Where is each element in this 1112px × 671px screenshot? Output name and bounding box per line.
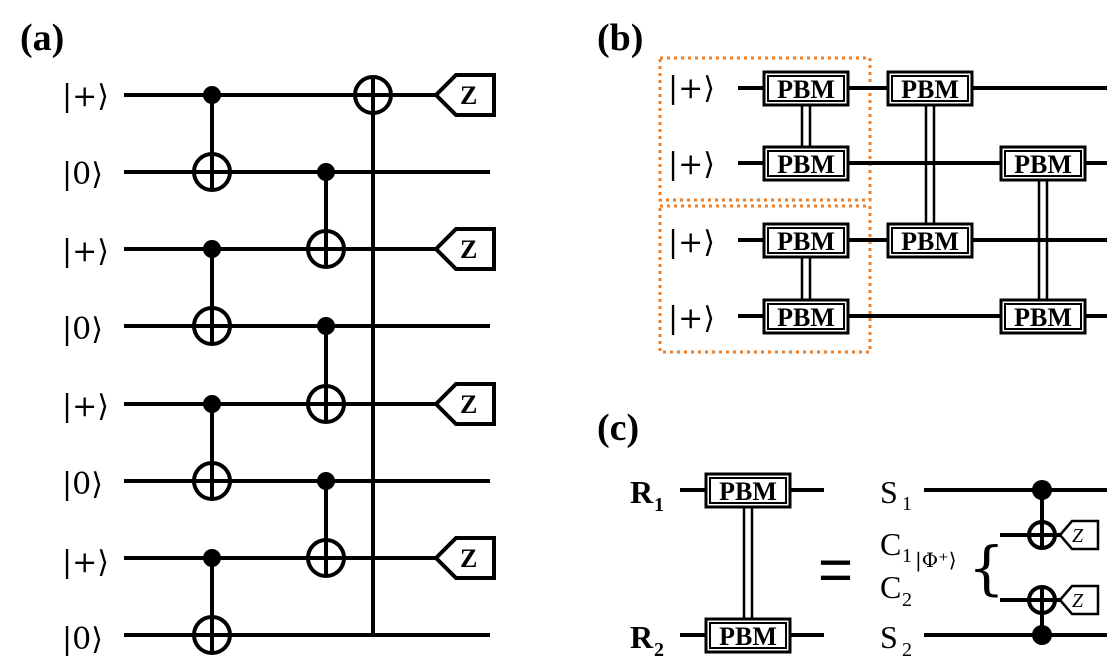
panel-c-left-wires: [680, 488, 824, 637]
svg-text:PBM: PBM: [1014, 303, 1072, 332]
cnot-a-7: [306, 472, 346, 578]
ket-b-1: |+⟩: [668, 147, 715, 182]
svg-text:PBM: PBM: [777, 150, 835, 179]
svg-text:Z: Z: [460, 544, 477, 573]
pbm-b-4: PBM: [762, 298, 850, 335]
svg-text:1: 1: [654, 494, 664, 516]
cnot-a-5: [306, 163, 346, 269]
svg-text:PBM: PBM: [719, 622, 777, 651]
control-dot: [1032, 625, 1052, 645]
ket-a-0: |+⟩: [62, 79, 109, 114]
ket-b-3: |+⟩: [668, 301, 715, 336]
panel-b-classical-links: [800, 104, 1049, 300]
panel-a-label: (a): [20, 17, 64, 59]
z-measure-a-6: Z: [433, 536, 496, 580]
brace: {: [968, 534, 1005, 602]
pbm-b-7: PBM: [999, 145, 1087, 182]
svg-text:S: S: [880, 474, 898, 510]
ket-a-3: |0⟩: [62, 312, 103, 347]
svg-text:C: C: [880, 569, 901, 605]
ket-a-2: |+⟩: [62, 234, 109, 269]
svg-text:PBM: PBM: [777, 75, 835, 104]
panel-c-label: (c): [597, 407, 639, 449]
cnot-a-2: [192, 240, 232, 346]
pbm-b-6: PBM: [886, 222, 974, 259]
z-measure-c-2: Z: [1058, 584, 1100, 616]
svg-text:1: 1: [902, 545, 912, 567]
ket-a-4: |+⟩: [62, 389, 109, 424]
equals-sign: =: [818, 536, 853, 603]
panel-a-wires: [124, 93, 490, 637]
control-dot: [317, 163, 335, 181]
svg-text:Z: Z: [1072, 590, 1084, 612]
ket-a-6: |+⟩: [62, 545, 109, 580]
svg-text:PBM: PBM: [1014, 150, 1072, 179]
svg-text:PBM: PBM: [901, 75, 959, 104]
svg-text:PBM: PBM: [777, 303, 835, 332]
panel-b-wires: [738, 86, 1107, 318]
svg-text:Z: Z: [1072, 525, 1084, 547]
cnot-c-top: [1027, 480, 1057, 550]
control-dot: [203, 240, 221, 258]
ket-b-0: |+⟩: [668, 71, 715, 106]
svg-text:2: 2: [902, 589, 912, 611]
ket-b-2: |+⟩: [668, 225, 715, 260]
svg-text:S: S: [880, 619, 898, 655]
control-dot: [317, 472, 335, 490]
control-dot: [203, 395, 221, 413]
pbm-b-8: PBM: [999, 298, 1087, 335]
svg-text:PBM: PBM: [719, 477, 777, 506]
panel-b-kets: |+⟩ |+⟩ |+⟩ |+⟩: [668, 71, 715, 336]
control-dot: [317, 317, 335, 335]
svg-text:2: 2: [902, 639, 912, 661]
svg-text:PBM: PBM: [777, 227, 835, 256]
ket-a-5: |0⟩: [62, 467, 103, 502]
group-box-bottom: [658, 204, 872, 354]
cnot-a-6: [306, 317, 346, 424]
pbm-b-2: PBM: [762, 145, 850, 182]
svg-text:2: 2: [654, 639, 664, 661]
register-r2-label: R 2: [630, 619, 664, 661]
z-measure-a-2: Z: [433, 227, 496, 271]
pbm-b-1: PBM: [762, 70, 850, 107]
panel-b-label: (b): [597, 17, 643, 59]
control-dot: [203, 86, 221, 104]
cnot-c-bottom: [1027, 585, 1057, 645]
right-line-labels: S 1 C 1 C 2 S 2: [880, 474, 912, 661]
register-r1-label: R 1: [630, 474, 664, 516]
svg-text:1: 1: [902, 493, 912, 515]
pbm-b-5: PBM: [886, 70, 974, 107]
cnot-a-3: [192, 395, 232, 501]
svg-text:Z: Z: [460, 81, 477, 110]
bell-state-label: |Φ⁺⟩: [915, 548, 957, 573]
z-measure-a-0: Z: [433, 73, 496, 117]
svg-text:R: R: [630, 474, 654, 510]
z-measure-a-4: Z: [433, 382, 496, 426]
ket-a-7: |0⟩: [62, 622, 103, 657]
svg-text:R: R: [630, 619, 654, 655]
svg-text:C: C: [880, 526, 901, 562]
pbm-c-bottom: PBM: [704, 617, 792, 654]
svg-text:Z: Z: [460, 390, 477, 419]
control-dot: [203, 549, 221, 567]
panel-a-kets: |+⟩ |0⟩ |+⟩ |0⟩ |+⟩ |0⟩ |+⟩ |0⟩: [62, 79, 109, 657]
pbm-c-top: PBM: [704, 472, 792, 509]
multi-cnot-a: [353, 75, 393, 635]
group-box-top: [658, 56, 872, 202]
pbm-b-3: PBM: [762, 222, 850, 259]
cnot-a-1: [192, 86, 232, 192]
svg-text:PBM: PBM: [901, 227, 959, 256]
control-dot: [1032, 480, 1052, 500]
cnot-a-4: [192, 549, 232, 655]
ket-a-1: |0⟩: [62, 157, 103, 192]
z-measure-c-1: Z: [1058, 519, 1100, 551]
svg-text:Z: Z: [460, 235, 477, 264]
